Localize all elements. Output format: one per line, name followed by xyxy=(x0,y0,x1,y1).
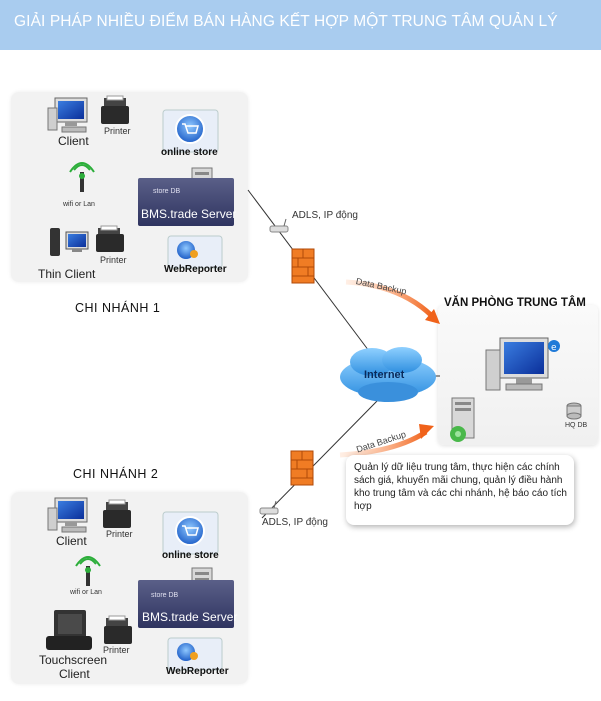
printer-icon xyxy=(101,95,129,124)
printer-label: Printer xyxy=(103,645,130,655)
touchscreen-client-label: Touchscreen xyxy=(39,653,108,667)
hq-description-callout: Quản lý dữ liệu trung tâm, thực hiện các… xyxy=(346,455,574,525)
branch1-server-box xyxy=(138,178,234,226)
client-label: Client xyxy=(56,534,87,548)
internet-label: Internet xyxy=(364,369,405,381)
web-reporter-icon xyxy=(167,235,223,269)
link-internet-branch2 xyxy=(261,399,379,519)
wifi-icon xyxy=(69,162,95,192)
client-computer-icon xyxy=(47,97,88,133)
modem-top-icon xyxy=(269,218,289,233)
server-label: BMS.trade Server xyxy=(142,610,238,624)
client-label: Client xyxy=(58,134,89,148)
printer-icon xyxy=(104,615,132,644)
thin-client-label: Thin Client xyxy=(38,267,96,281)
online-store-icon xyxy=(162,511,219,555)
hq-title: VĂN PHÒNG TRUNG TÂM xyxy=(444,297,586,309)
adsl-bottom-label: ADLS, IP động xyxy=(262,517,328,528)
backup-arrow-top xyxy=(345,279,434,318)
client-computer-icon xyxy=(47,497,88,533)
web-reporter-label: WebReporter xyxy=(164,264,227,275)
firewall-top-icon xyxy=(291,248,315,284)
hq-server-icon xyxy=(450,397,475,442)
hq-computer-icon: e xyxy=(485,337,560,391)
branch1-label: CHI NHÁNH 1 xyxy=(75,301,161,315)
server-label: BMS.trade Server xyxy=(141,207,237,221)
store-db-label: store DB xyxy=(153,188,181,195)
wifi-label: wifi or Lan xyxy=(63,201,95,208)
printer-label: Printer xyxy=(104,126,131,136)
firewall-bottom-icon xyxy=(290,450,314,486)
branch2-server-box xyxy=(138,580,234,628)
online-store-label: online store xyxy=(162,550,219,561)
wifi-label: wifi or Lan xyxy=(70,589,102,596)
web-reporter-label: WebReporter xyxy=(166,666,229,677)
modem-bottom-icon xyxy=(259,500,279,515)
touchscreen-client-icon xyxy=(46,610,92,650)
svg-text:e: e xyxy=(551,343,557,353)
hq-db-label: HQ DB xyxy=(565,422,588,429)
web-reporter-icon xyxy=(167,637,223,671)
backup-arrow-bottom xyxy=(339,429,428,458)
touchscreen-client-label-line2: Client xyxy=(59,667,90,681)
printer-icon xyxy=(96,225,124,252)
adsl-top-label: ADLS, IP động xyxy=(292,210,358,221)
page-title: GIẢI PHÁP NHIỀU ĐIỂM BÁN HÀNG KẾT HỢP MỘ… xyxy=(14,13,558,30)
printer-icon xyxy=(103,499,131,528)
online-store-label: online store xyxy=(161,147,218,158)
backup-arrow-top-head xyxy=(425,309,440,324)
store-db-label: store DB xyxy=(151,592,179,599)
wifi-icon xyxy=(75,556,101,586)
online-store-icon xyxy=(162,109,219,153)
printer-label: Printer xyxy=(100,255,127,265)
printer-label: Printer xyxy=(106,529,133,539)
internet-cloud-icon xyxy=(340,347,436,402)
thin-client-icon xyxy=(50,228,89,256)
hq-db-icon xyxy=(566,402,582,420)
hq-description: Quản lý dữ liệu trung tâm, thực hiện các… xyxy=(354,462,567,512)
branch2-label: CHI NHÁNH 2 xyxy=(73,467,159,481)
header-banner: GIẢI PHÁP NHIỀU ĐIỂM BÁN HÀNG KẾT HỢP MỘ… xyxy=(0,0,601,50)
backup-arrow-bottom-head xyxy=(419,424,434,439)
